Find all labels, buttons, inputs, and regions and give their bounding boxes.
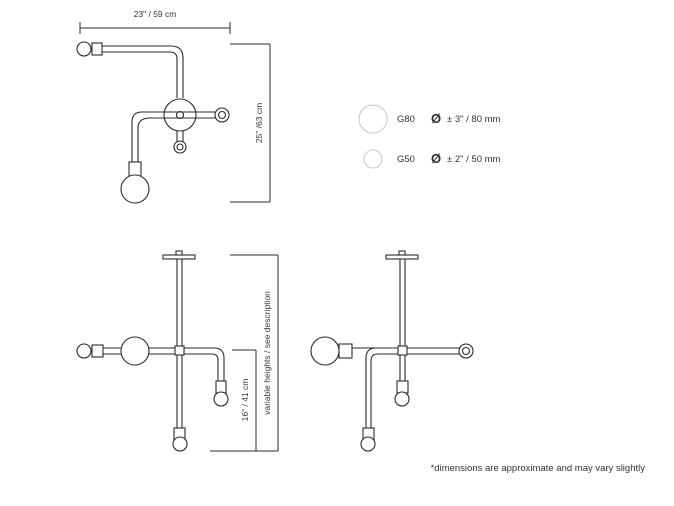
bulb-options-legend: G80 Ø ± 3" / 80 mm G50 Ø ± 2" / 50 mm [358,104,501,169]
lower-arm-outer [131,111,143,162]
lower-arm-inner [137,117,151,162]
end-cap-bottom-outer [173,140,187,154]
pendant-a-right-arm-outer [184,347,225,381]
pendant-a-left-bulb [76,343,92,359]
pendant-b-center-socket [396,380,409,394]
pendant-a-left-socket [91,344,104,358]
upper-arm-inner [100,51,178,98]
drop-height-label: 16" / 41 cm [240,379,250,422]
pendant-b-bottom-bulb [360,436,376,452]
g80-diameter-symbol: Ø [431,111,441,126]
g50-diameter-symbol: Ø [431,151,441,166]
bulb-small-top-left [76,41,92,57]
pendant-a-right-bulb [213,391,229,407]
width-dimension-label: 23" / 59 cm [134,9,177,19]
end-cap-right-outer [214,107,230,123]
g50-bulb-icon [363,149,383,169]
pendant-a-canopy-cap [175,250,183,256]
wall-sconce-drawing: 23" / 59 cm 25" /63 cm [76,9,271,204]
pendant-a-right-arm-inner [184,353,219,381]
pendant-a-large-bulb [120,336,150,366]
bulb-large-lower-left [120,174,150,204]
g80-diameter: ± 3" / 80 mm [447,114,501,125]
g50-code: G50 [397,154,415,165]
pendant-a-bottom-bulb [172,436,188,452]
pendant-b-end-cap-outer [458,343,474,359]
socket-lower-left [128,161,142,177]
socket-top-left [91,42,103,56]
pendant-b-down-arm-outer [365,347,377,428]
pendant-b-down-arm-inner [370,353,398,428]
pendant-b-canopy-cap [398,250,406,256]
end-cap-right-inner [217,110,227,120]
pendant-a-hub [174,345,185,356]
upper-arm-outer [100,45,184,98]
pendant-b-left-socket [338,343,353,359]
g80-bulb-icon [358,104,388,134]
height-dimension-label: 25" /63 cm [254,103,264,143]
pendant-b-end-cap-inner [461,346,471,356]
footnote: *dimensions are approximate and may vary… [431,463,646,474]
pendant-b-canopy [385,254,419,260]
pendant-b-drawing [310,250,474,452]
variable-height-label: variable heights / see description [262,291,272,415]
end-cap-bottom-inner [176,143,184,151]
pendant-b-hub [397,345,408,356]
bulb-option-g80: G80 Ø ± 3" / 80 mm [358,104,501,134]
g50-diameter: ± 2" / 50 mm [447,154,501,165]
pendant-a-canopy [162,254,196,260]
pendant-a-right-socket [215,380,227,394]
bulb-option-g50: G50 Ø ± 2" / 50 mm [363,149,501,169]
pendant-b-large-bulb [310,336,340,366]
g80-code: G80 [397,114,415,125]
pendant-a-drawing: 16" / 41 cm variable heights / see descr… [76,250,279,452]
wall-plate [163,98,197,132]
pendant-b-center-bulb [394,391,410,407]
